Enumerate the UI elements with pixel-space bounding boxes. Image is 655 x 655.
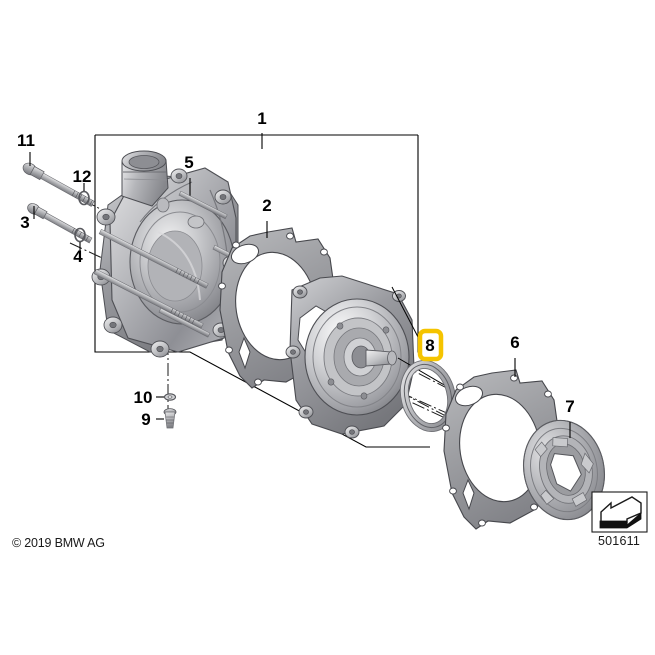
part-5-pump-housing [91,150,240,358]
pump-body-module [285,275,471,439]
copyright-notice: © 2019 BMW AG [12,536,105,550]
callout-6: 6 [510,333,519,352]
highlight-box [417,328,444,362]
callout-7: 7 [565,397,574,416]
callout-1: 1 [257,109,266,128]
part-10-washer [156,393,177,401]
part-11-long-bolt [22,152,95,207]
callout-11: 11 [17,131,35,150]
callout-numbers: 1 2 3 4 5 6 7 9 10 11 12 [17,109,575,429]
part-4-washer [74,227,86,254]
part-8-o-ring [391,286,457,432]
part-12-washer [78,183,90,206]
callout-8-label: 8 [425,336,434,355]
part-9-screw [156,408,177,429]
part-3-short-bolt [27,203,93,244]
callout-9: 9 [141,410,150,429]
callout-2: 2 [262,196,271,215]
copyright-text: © 2019 BMW AG [12,536,105,550]
callout-12: 12 [73,167,92,186]
reference-number: 501611 [598,534,640,548]
reference-box: 501611 [591,491,648,548]
callout-5: 5 [184,153,193,172]
callout-4: 4 [73,247,83,266]
callout-3: 3 [20,213,29,232]
arrow-direction-icon [599,496,642,529]
part-7-pulley [522,419,606,521]
callout-10: 10 [134,388,153,407]
housing-inlet-neck [121,150,169,207]
callout-8-highlighted[interactable]: 8 [417,328,444,362]
